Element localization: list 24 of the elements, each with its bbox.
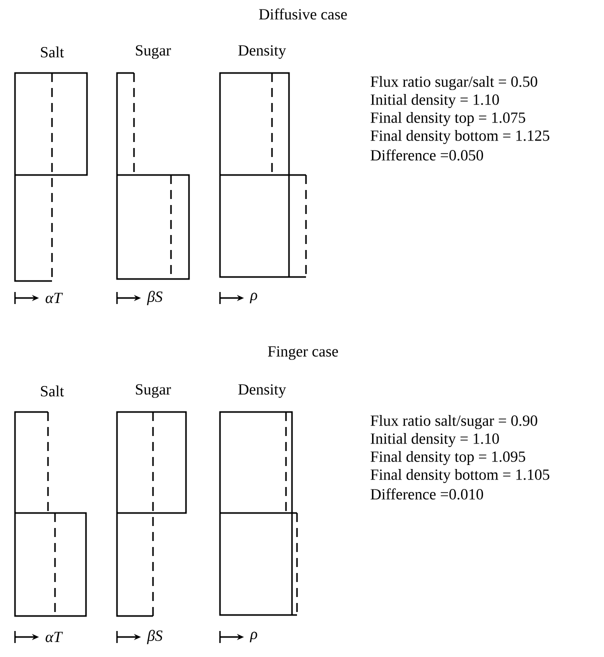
column-heading: Salt [40, 46, 64, 58]
axis-label: βS [146, 290, 162, 306]
column-heading: Density [238, 384, 286, 398]
parameter-text: Difference =0.050 [370, 149, 484, 161]
column-heading: Sugar [136, 384, 171, 398]
parameter-text: Final density top = 1.075 [370, 112, 526, 126]
parameter-text: Final density bottom = 1.105 [370, 468, 550, 484]
parameter-text: Initial density = 1.10 [370, 94, 499, 108]
axis-label: αT [46, 292, 63, 304]
column-heading: Density [238, 45, 286, 59]
parameter-text: Flux ratio sugar/salt = 0.50 [370, 76, 538, 90]
parameter-text: Difference =0.010 [370, 488, 484, 500]
parameter-text: Flux ratio salt/sugar = 0.90 [370, 414, 538, 430]
axis-label: ρ [250, 292, 258, 304]
panel-title: Finger case [268, 346, 338, 360]
axis-label: ρ [250, 632, 258, 642]
column-heading: Salt [40, 386, 64, 396]
panel-title: Diffusive case [259, 8, 347, 20]
axis-label: αT [46, 632, 63, 642]
parameter-text: Final density top = 1.095 [370, 450, 526, 466]
axis-label: βS [146, 630, 162, 644]
parameter-text: Final density bottom = 1.125 [370, 130, 550, 144]
column-heading: Sugar [136, 45, 171, 59]
parameter-text: Initial density = 1.10 [370, 432, 499, 448]
